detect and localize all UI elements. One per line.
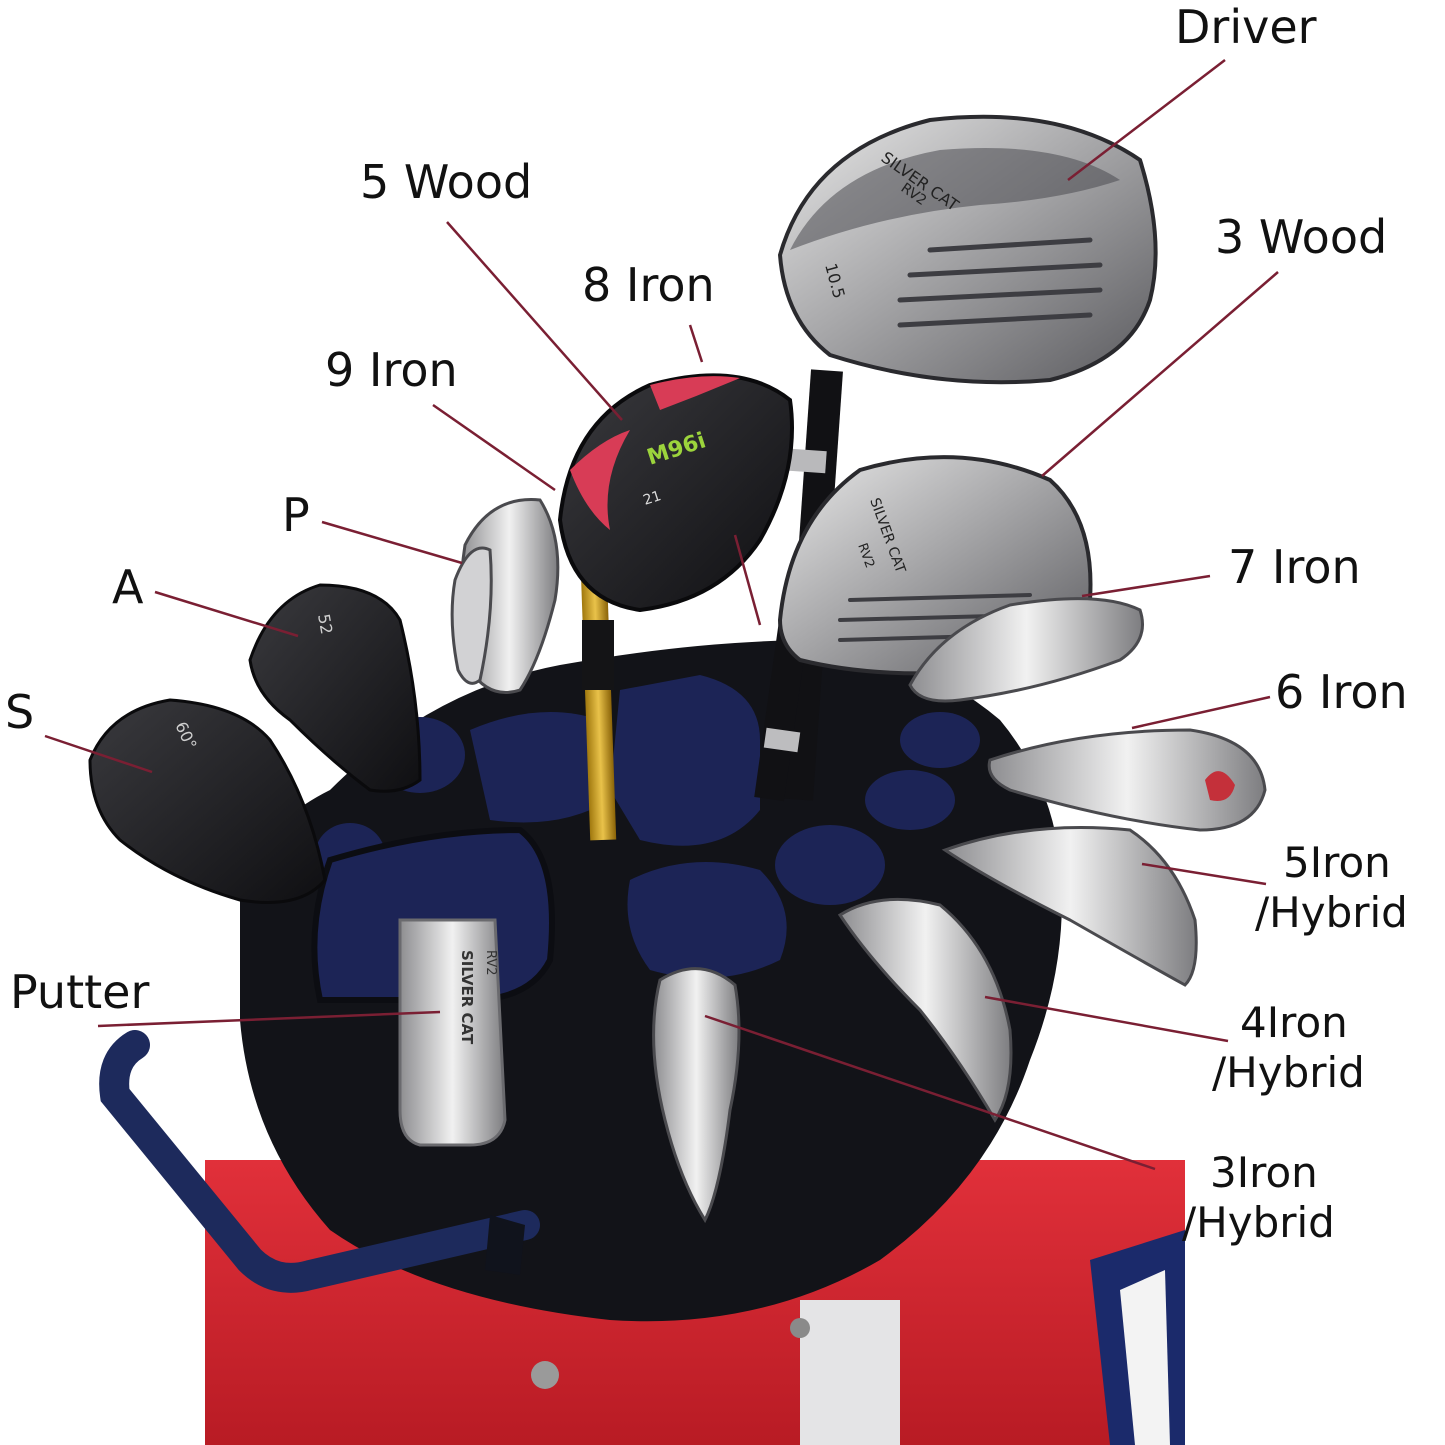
leader-line-s bbox=[44, 734, 153, 774]
label-4-iron-hybrid-line2: /Hybrid bbox=[1212, 1048, 1365, 1098]
wood5-head bbox=[557, 373, 794, 613]
driver-ferrule bbox=[789, 448, 827, 474]
label-putter: Putter bbox=[10, 965, 150, 1019]
label-a: A bbox=[112, 560, 144, 614]
carry-handle-end bbox=[485, 1215, 525, 1275]
pitching-wedge-head bbox=[450, 546, 493, 685]
leader-line-iron9 bbox=[432, 403, 556, 492]
leader-line-a bbox=[154, 590, 299, 638]
label-6-iron: 6 Iron bbox=[1275, 665, 1408, 719]
leader-line-wood5-shaft bbox=[733, 534, 762, 626]
driver-crown bbox=[790, 148, 1120, 250]
leader-lines bbox=[44, 59, 1279, 1171]
iron3-head bbox=[652, 967, 741, 1224]
label-8-iron: 8 Iron bbox=[582, 258, 715, 312]
wood5-loft-text: 21 bbox=[641, 488, 663, 509]
wood5-red-accent bbox=[650, 376, 740, 410]
iron4-head bbox=[837, 897, 1013, 1123]
carry-handle bbox=[99, 1030, 540, 1293]
label-3-wood: 3 Wood bbox=[1215, 210, 1388, 264]
leader-line-iron7 bbox=[1081, 574, 1211, 598]
bag-grey-panel bbox=[800, 1300, 900, 1445]
bag-top-divider bbox=[240, 640, 1062, 1322]
label-driver: Driver bbox=[1175, 0, 1317, 54]
leader-line-iron5 bbox=[1141, 862, 1267, 886]
label-4-iron-hybrid-line1: 4Iron bbox=[1240, 998, 1348, 1047]
sand-wedge-head bbox=[88, 698, 327, 904]
label-9-iron: 9 Iron bbox=[325, 343, 458, 397]
label-4-iron-hybrid: 4Iron /Hybrid bbox=[1212, 998, 1365, 1099]
divider-pocket bbox=[900, 712, 980, 768]
label-3-iron-hybrid-line1: 3Iron bbox=[1210, 1148, 1318, 1197]
wood3-ferrule bbox=[763, 727, 801, 753]
leader-line-wood5 bbox=[446, 221, 623, 421]
divider-pocket bbox=[470, 712, 610, 823]
label-5-iron-hybrid-line2: /Hybrid bbox=[1255, 888, 1408, 938]
divider-pocket bbox=[775, 825, 885, 905]
label-3-iron-hybrid-line2: /Hybrid bbox=[1182, 1198, 1335, 1248]
putter-head bbox=[398, 918, 507, 1147]
approach-wedge-loft-text: 52 bbox=[314, 612, 336, 635]
label-s: S bbox=[5, 685, 35, 739]
iron6-accent bbox=[1205, 771, 1235, 801]
label-5-iron-hybrid-line1: 5Iron bbox=[1283, 838, 1391, 887]
label-5-wood: 5 Wood bbox=[360, 155, 533, 209]
bag-screw bbox=[790, 1318, 810, 1338]
leader-line-iron8 bbox=[688, 324, 704, 363]
wood5-ferrule bbox=[582, 620, 614, 690]
label-3-iron-hybrid: 3Iron /Hybrid bbox=[1182, 1148, 1335, 1249]
approach-wedge-head bbox=[248, 583, 422, 793]
iron5-head bbox=[941, 826, 1198, 987]
divider-pocket bbox=[865, 770, 955, 830]
leader-line-iron3 bbox=[704, 1014, 1156, 1171]
divider-pocket bbox=[627, 862, 787, 978]
bag-screw bbox=[531, 1361, 559, 1389]
leader-line-p bbox=[321, 520, 463, 565]
iron6-head bbox=[987, 728, 1267, 832]
leader-line-wood3 bbox=[1041, 271, 1279, 477]
driver-face-grooves bbox=[897, 237, 1103, 328]
leader-line-iron4 bbox=[984, 995, 1229, 1043]
label-p: P bbox=[282, 488, 310, 542]
label-5-iron-hybrid: 5Iron /Hybrid bbox=[1255, 838, 1408, 939]
putter-model-text: RV2 bbox=[483, 950, 498, 976]
putter-brand-text: SILVER CAT bbox=[458, 950, 476, 1045]
iron7-head bbox=[908, 597, 1144, 703]
leader-line-driver bbox=[1067, 59, 1226, 181]
wood5-red-accent bbox=[570, 430, 630, 530]
bag-white-stripe bbox=[1120, 1270, 1170, 1445]
leader-line-iron6 bbox=[1131, 695, 1271, 730]
divider-pocket bbox=[610, 675, 760, 846]
leader-line-putter bbox=[97, 1010, 441, 1028]
label-7-iron: 7 Iron bbox=[1228, 540, 1361, 594]
